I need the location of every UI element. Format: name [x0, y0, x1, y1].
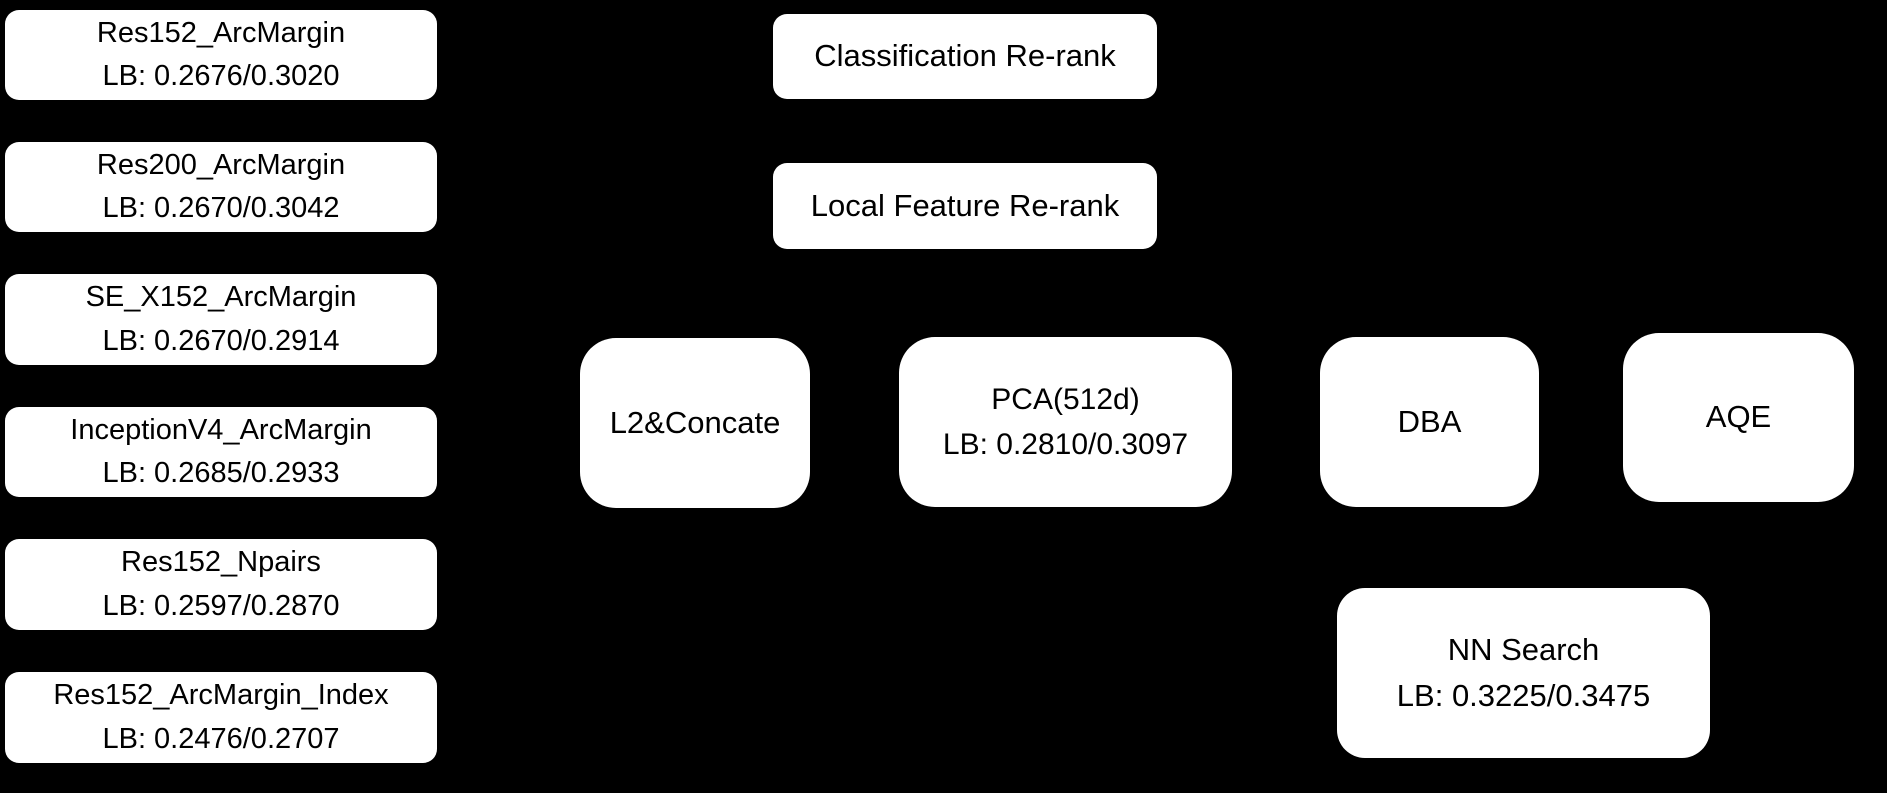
model-node-res152-arcmargin-index: Res152_ArcMargin_Index LB: 0.2476/0.2707 [5, 672, 437, 763]
model-lb-score: LB: 0.2670/0.3042 [102, 192, 340, 224]
step-name: L2&Concate [609, 404, 781, 440]
step-node-local-feature-rerank: Local Feature Re-rank [773, 163, 1157, 249]
model-name: Res200_ArcMargin [96, 148, 346, 181]
step-name: DBA [1397, 403, 1462, 439]
model-node-se-x152-arcmargin: SE_X152_ArcMargin LB: 0.2670/0.2914 [5, 274, 437, 365]
model-node-res152-arcmargin: Res152_ArcMargin LB: 0.2676/0.3020 [5, 10, 437, 100]
result-lb-score: LB: 0.3225/0.3475 [1396, 678, 1651, 713]
model-name: Res152_ArcMargin_Index [53, 679, 389, 711]
model-node-res152-npairs: Res152_Npairs LB: 0.2597/0.2870 [5, 539, 437, 630]
model-name: SE_X152_ArcMargin [85, 281, 357, 313]
model-lb-score: LB: 0.2676/0.3020 [102, 60, 340, 92]
step-node-pca-512d: PCA(512d) LB: 0.2810/0.3097 [899, 337, 1232, 507]
step-lb-score: LB: 0.2810/0.3097 [942, 428, 1189, 461]
step-name: Classification Re-rank [814, 38, 1116, 74]
step-node-l2-concate: L2&Concate [580, 338, 810, 508]
model-node-res200-arcmargin: Res200_ArcMargin LB: 0.2670/0.3042 [5, 142, 437, 232]
model-lb-score: LB: 0.2597/0.2870 [102, 589, 340, 622]
result-name: NN Search [1447, 631, 1600, 667]
step-name: AQE [1705, 399, 1772, 435]
result-node-nn-search: NN Search LB: 0.3225/0.3475 [1337, 588, 1710, 758]
model-lb-score: LB: 0.2670/0.2914 [102, 324, 340, 357]
model-lb-score: LB: 0.2685/0.2933 [102, 457, 340, 489]
step-name: Local Feature Re-rank [810, 187, 1120, 223]
model-lb-score: LB: 0.2476/0.2707 [102, 722, 340, 755]
step-name: PCA(512d) [991, 383, 1140, 416]
model-node-inceptionv4-arcmargin: InceptionV4_ArcMargin LB: 0.2685/0.2933 [5, 407, 437, 497]
step-node-classification-rerank: Classification Re-rank [773, 14, 1157, 99]
step-node-dba: DBA [1320, 337, 1539, 507]
model-name: InceptionV4_ArcMargin [70, 413, 372, 446]
model-name: Res152_Npairs [121, 546, 321, 578]
model-name: Res152_ArcMargin [96, 16, 346, 49]
step-node-aqe: AQE [1623, 333, 1854, 502]
